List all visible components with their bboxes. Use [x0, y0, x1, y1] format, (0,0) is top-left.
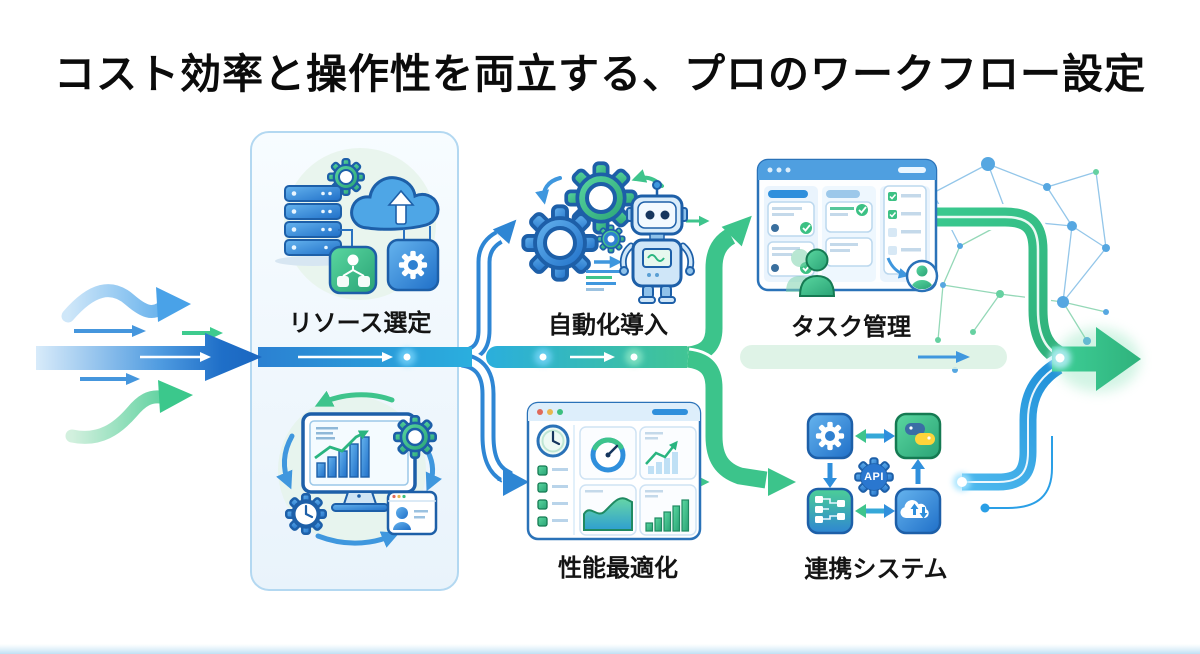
clock-icon	[536, 424, 570, 458]
cycle-arrows-icon	[276, 390, 442, 548]
branch-arrow-to-integration	[686, 347, 796, 496]
checklist-card	[883, 185, 927, 275]
bottom-gradient-band	[0, 644, 1200, 654]
sync-arrows	[823, 429, 925, 518]
assign-arrow	[886, 257, 910, 279]
cloud-upload-icon	[350, 176, 440, 231]
task-list-arrow-icon	[586, 255, 623, 291]
task-board-illustration	[756, 158, 939, 297]
gauge-icon	[579, 426, 637, 480]
cycle-arrow	[535, 176, 562, 205]
person-icon	[798, 248, 836, 297]
branch-arrow-to-task	[686, 215, 752, 367]
input-arrows	[36, 284, 262, 444]
settings-square-icon	[386, 238, 440, 292]
branch-arrow-to-automation	[460, 219, 517, 367]
api-badge-label: API	[864, 471, 884, 483]
robot-icon	[619, 180, 695, 304]
settings-app-icon	[806, 412, 854, 460]
resource-selection-illustration	[275, 148, 440, 300]
window-titlebar	[528, 403, 700, 421]
python-app-icon	[894, 412, 942, 460]
avatar-icon	[905, 259, 939, 293]
integration-to-merge-tube	[962, 355, 1065, 513]
wavy-green-arrowhead	[158, 380, 193, 413]
label-resource-selection: リソース選定	[288, 310, 432, 337]
wavy-blue-arrowhead	[156, 287, 191, 322]
label-performance-optimization: 性能最適化	[558, 555, 678, 582]
label-task-management: タスク管理	[791, 314, 911, 341]
label-automation: 自動化導入	[548, 312, 668, 339]
kanban-card	[825, 201, 873, 233]
api-gear-icon	[846, 449, 902, 505]
performance-dashboard-illustration	[526, 401, 702, 541]
performance-cycle-illustration	[276, 390, 446, 548]
page-title: コスト効率と操作性を両立する、プロのワークフロー設定	[54, 51, 1146, 97]
window-titlebar	[758, 160, 936, 180]
user-card-icon	[386, 490, 438, 536]
output-arrow	[953, 327, 1141, 491]
sidebar-checklist	[537, 465, 568, 527]
faint-flow-pill	[740, 345, 1007, 369]
workflow-app-icon	[806, 487, 854, 535]
kanban-card	[825, 237, 873, 267]
branch-arrow-to-performance	[460, 349, 529, 496]
database-branch-icon	[328, 245, 378, 295]
connector-lines	[338, 226, 431, 247]
bar-chart-icon	[639, 484, 697, 536]
label-integration-system: 連携システム	[804, 556, 948, 583]
monitor-chart-icon	[301, 412, 417, 512]
task-to-merge-tube	[920, 204, 1069, 370]
trend-chart-icon	[639, 426, 697, 480]
area-chart-icon	[579, 484, 637, 536]
automation-illustration	[506, 146, 695, 304]
server-stack-icon	[275, 185, 351, 266]
gears-icon	[506, 146, 653, 297]
cloud-sync-app-icon	[894, 487, 942, 535]
ribbon-glow-dots	[298, 348, 643, 366]
integration-illustration	[806, 412, 942, 535]
clock-gear-icon	[276, 484, 336, 544]
kanban-card	[767, 201, 815, 237]
